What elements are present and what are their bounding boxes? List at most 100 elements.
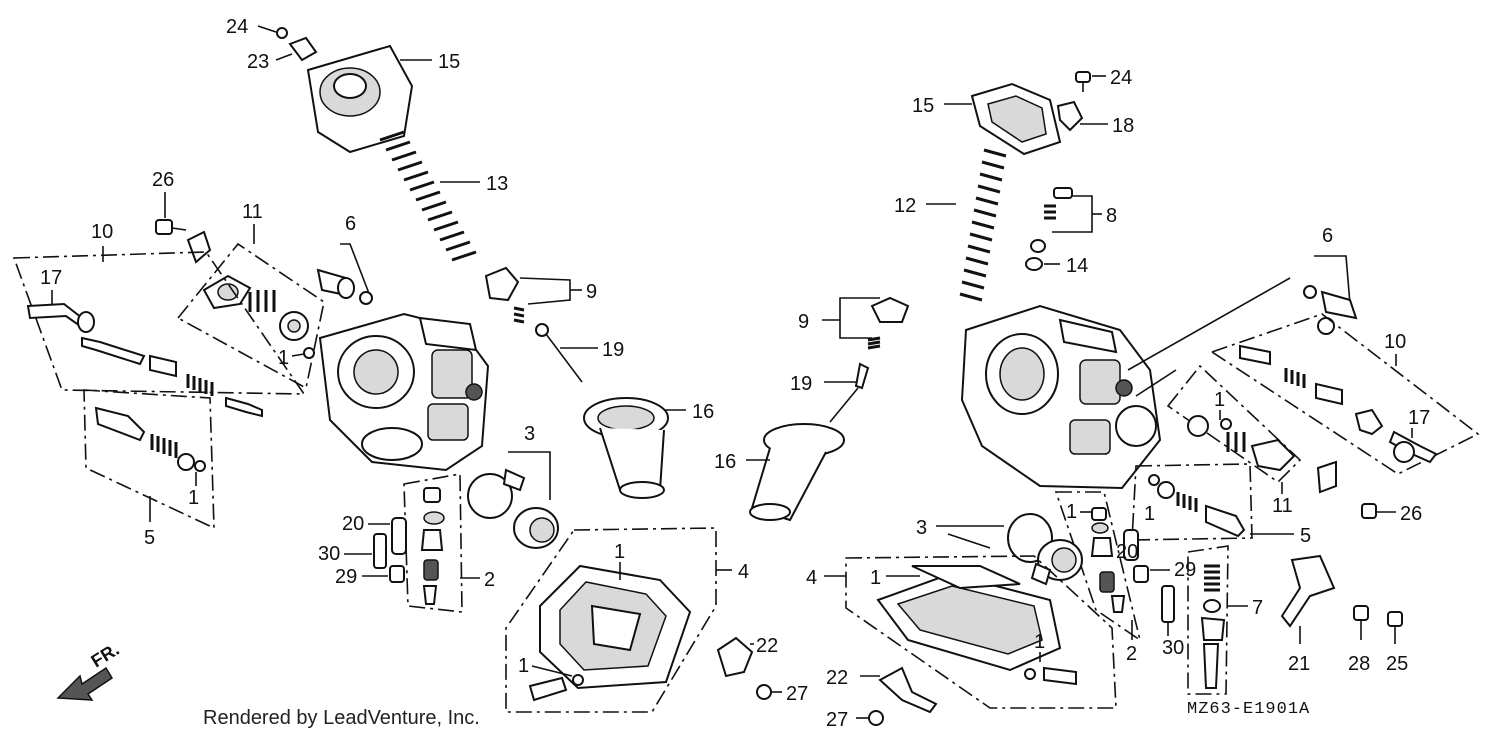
callout-16-left: 16 [692,401,714,423]
carburetor-body-right [960,277,1291,490]
callout-1c-right: 1 [1066,501,1077,523]
callout-6-right: 6 [1322,225,1333,247]
part-1-oring-a-left [303,347,315,359]
part-12-spring-right [926,148,1007,302]
callout-20-left: 20 [342,513,364,535]
callout-19-right: 19 [790,373,812,395]
callout-23-left: 23 [247,51,269,73]
part-15-top-cover-right [944,82,1062,156]
part-16-funnel-right [746,423,845,522]
callout-1a-left: 1 [278,347,289,369]
callout-13-left: 13 [486,173,508,195]
lead-3-right [936,525,1004,549]
group-2-left-outline [403,473,463,613]
part-15-top-cover-left [306,44,432,154]
callout-1d-left: 1 [518,655,529,677]
callout-1a-right: 1 [1214,389,1225,411]
part-17-tube-left [26,302,146,366]
part-3-float-left [467,468,559,549]
part-10-mixture-screw-left [149,354,263,418]
part-19-jet-needle-left [535,323,598,383]
callout-29-left: 29 [335,566,357,588]
part-26-screw-left [155,192,212,264]
callout-11-left: 11 [242,201,263,223]
callout-3-right: 3 [916,517,927,539]
callout-6-left: 6 [345,213,356,235]
diagram-code: MZ63-E1901A [1187,700,1311,719]
part-19-jet-needle-right [824,362,870,423]
part-6-jet-right [1303,285,1358,335]
callout-10-left: 10 [91,221,113,243]
carburetor-body-left [318,312,490,472]
callout-29-right: 29 [1174,559,1196,581]
part-11-diaphragm-left [202,274,309,341]
part-30-screw-left [373,533,387,569]
part-9-needle-holder-left [484,266,571,324]
part-16-funnel-left [583,397,686,499]
part-14-washer-right [1025,257,1060,271]
part-18-clip-right [1056,100,1108,132]
lead-6-left [340,243,371,297]
callout-10-right: 10 [1384,331,1406,353]
part-22-bracket-right [860,666,938,714]
callout-1b-left: 1 [188,487,199,509]
lead-3-left [508,451,551,500]
callout-21-right: 21 [1288,653,1310,675]
callout-5-left: 5 [144,527,155,549]
callout-1b-right: 1 [1144,503,1155,525]
callout-17-left: 17 [40,267,62,289]
callout-5-right: 5 [1300,525,1311,547]
callout-15-left: 15 [438,51,460,73]
part-28-screw-right [1353,605,1369,640]
part-4-float-chamber-left [539,564,692,690]
group-11-right-outline [1166,364,1302,484]
part-17-tube-right [1388,430,1438,464]
callout-1d-right: 1 [870,567,881,589]
part-5-screw-right [1148,474,1246,538]
callout-17-right: 17 [1408,407,1430,429]
part-4-float-chamber-right [876,565,1062,672]
callout-30-left: 30 [318,543,340,565]
part-2-valve-left [420,487,445,605]
callout-14-right: 14 [1066,255,1088,277]
part-3-float-right [1007,513,1083,586]
group-2-right-outline [1054,491,1142,642]
callout-8-right: 8 [1106,205,1117,227]
part-24-screw-right [1075,71,1106,92]
part-20-jet-right [1123,529,1139,561]
part-20-jet-left [391,517,407,555]
group-7-right-outline [1187,545,1229,695]
part-24-screw-left [257,25,288,39]
part-7-screw-set-right [1200,564,1226,689]
part-26-screw-right [1316,460,1396,519]
part-30-screw-right [1161,585,1175,636]
part-1-drain-screw-right [1024,666,1077,686]
front-marker-label: FR. [88,639,123,671]
front-direction-arrow [56,666,114,701]
part-8-screw-set-right [1030,187,1102,253]
callout-12-right: 12 [894,195,916,217]
callout-24-right: 24 [1110,67,1132,89]
group-10-left-outline [12,251,306,395]
part-29-plug-right [1133,565,1170,583]
callout-30-right: 30 [1162,637,1184,659]
part-1-drain-screw-left [528,674,584,702]
group-4-right-outline [845,555,1117,709]
part-9-needle-holder-right [822,296,910,350]
part-5-screw-left [94,406,206,472]
part-13-spring-left [379,130,480,262]
callout-20-right: 20 [1116,541,1138,563]
callout-22-right: 22 [826,667,848,689]
lead-1d-left [531,665,573,677]
callout-25-right: 25 [1386,653,1408,675]
lead-6-right [1314,255,1351,305]
callout-27-left: 27 [786,683,808,705]
group-10-right-outline [1210,313,1480,475]
callout-9-right: 9 [798,311,809,333]
part-23-clip [275,36,318,62]
callout-16-right: 16 [714,451,736,473]
callout-9-left: 9 [586,281,597,303]
part-21-throttle-link-right [1280,554,1336,644]
group-5-right-outline [1131,463,1253,541]
